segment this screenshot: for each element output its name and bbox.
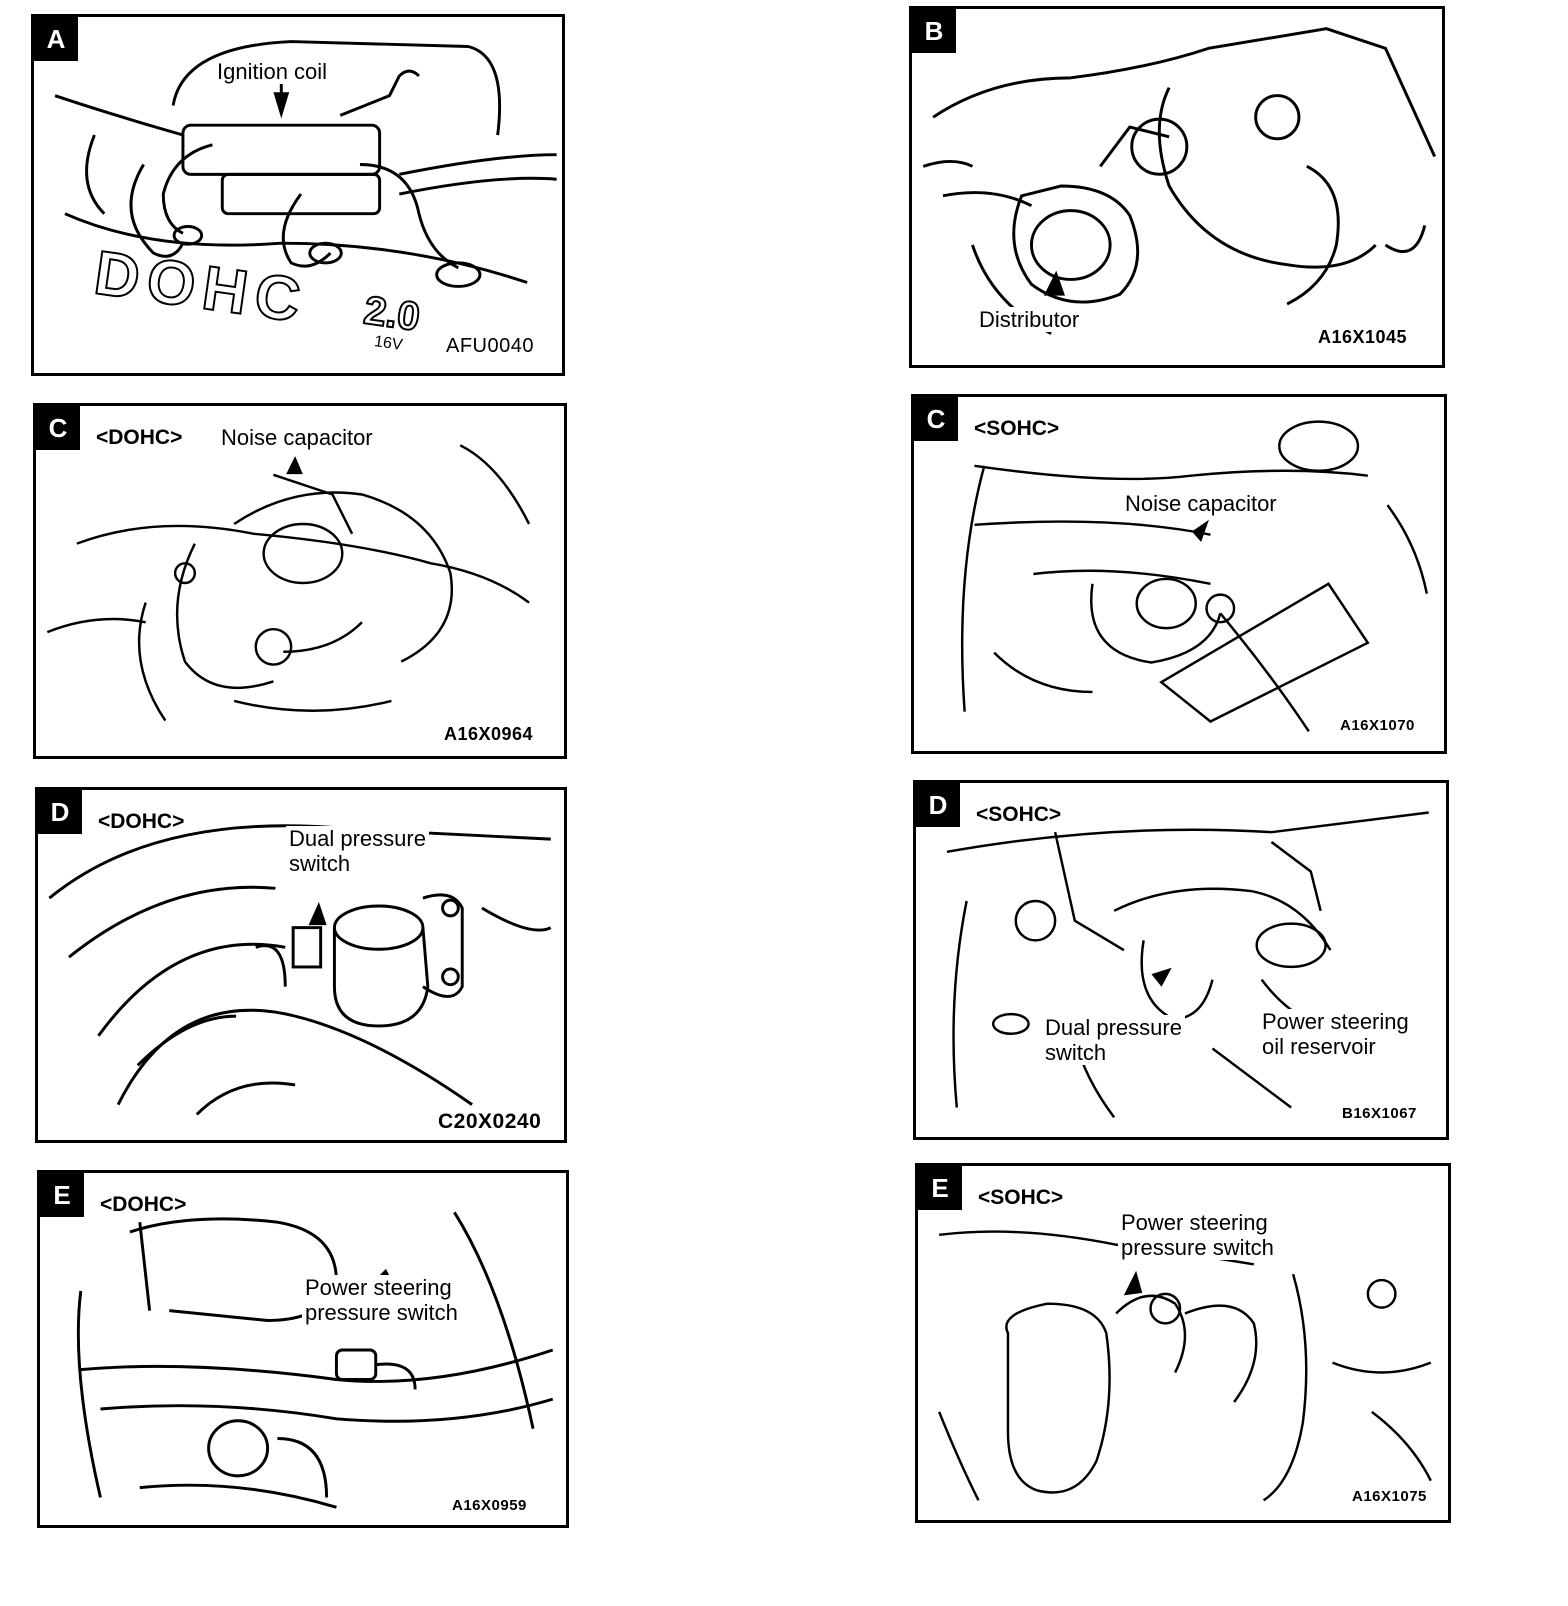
engine-variant-label: <DOHC>: [98, 1193, 189, 1217]
callout-line: Power steering: [1262, 1009, 1409, 1034]
callout-line: oil reservoir: [1262, 1034, 1376, 1059]
power-steering-oil-reservoir-label: Power steering oil reservoir: [1259, 1009, 1412, 1059]
dual-pressure-switch-label: Dual pressure switch: [286, 826, 429, 876]
callout-line: pressure switch: [1121, 1235, 1274, 1260]
panel-letter-d-sohc: D: [916, 783, 960, 827]
panel-letter-c-sohc: C: [914, 397, 958, 441]
figure-code: AFU0040: [444, 335, 536, 358]
engine-displacement-emblem: 2.0: [360, 287, 423, 340]
panel-d-sohc: D <SOHC> Dual pressure switch Power stee…: [913, 780, 1449, 1140]
noise-capacitor-dohc-illustration: [46, 444, 531, 722]
noise-capacitor-label: Noise capacitor: [218, 425, 376, 450]
panel-letter-e-dohc: E: [40, 1173, 84, 1217]
figure-code: A16X1070: [1338, 717, 1417, 734]
engine-variant-label: <SOHC>: [976, 1186, 1066, 1210]
figure-code: A16X1075: [1350, 1488, 1429, 1505]
panel-letter-d-dohc: D: [38, 790, 82, 834]
dual-pressure-switch-sohc-illustration: [946, 811, 1429, 1119]
power-steering-pressure-switch-dohc-illustration: [76, 1211, 554, 1509]
callout-line: switch: [1045, 1040, 1107, 1065]
engine-variant-label: <DOHC>: [96, 810, 187, 834]
figure-code: A16X1045: [1316, 327, 1410, 348]
figure-code: B16X1067: [1340, 1105, 1419, 1122]
figure-code: C20X0240: [436, 1110, 544, 1134]
engine-variant-label: <SOHC>: [972, 417, 1062, 441]
panel-e-sohc: E <SOHC> Power steering pressure switch …: [915, 1163, 1451, 1523]
engine-variant-label: <DOHC>: [94, 426, 185, 450]
callout-line: switch: [289, 851, 351, 876]
callout-line: pressure switch: [305, 1300, 458, 1325]
panel-letter-e-sohc: E: [918, 1166, 962, 1210]
panel-e-dohc: E <DOHC> Power steering pressure switch …: [37, 1170, 569, 1528]
panel-c-dohc: C <DOHC> Noise capacitor A16X0964: [33, 403, 567, 759]
power-steering-pressure-switch-label: Power steering pressure switch: [1118, 1210, 1277, 1260]
engine-variant-label: <SOHC>: [974, 803, 1064, 827]
noise-capacitor-label: Noise capacitor: [1122, 491, 1280, 516]
valve-count-emblem: 16V: [373, 333, 404, 354]
figure-code: A16X0964: [442, 724, 536, 745]
power-steering-pressure-switch-sohc-illustration: [937, 1230, 1432, 1502]
panel-letter-b: B: [912, 9, 956, 53]
noise-capacitor-sohc-illustration: [960, 420, 1429, 733]
panel-c-sohc: C <SOHC> Noise capacitor A16X1070: [911, 394, 1447, 754]
panel-letter-c-dohc: C: [36, 406, 80, 450]
callout-line: Dual pressure: [1045, 1015, 1182, 1040]
distributor-label: Distributor: [976, 307, 1083, 332]
ignition-coil-illustration: [54, 40, 557, 288]
power-steering-pressure-switch-label: Power steering pressure switch: [302, 1275, 461, 1325]
panel-letter-a: A: [34, 17, 78, 61]
panel-a: A Ignition coil DOHC 2.0 16V AFU0040: [31, 14, 565, 376]
figure-code: A16X0959: [450, 1497, 529, 1514]
dual-pressure-switch-label: Dual pressure switch: [1042, 1015, 1185, 1065]
ignition-coil-label: Ignition coil: [214, 59, 331, 84]
callout-line: Power steering: [1121, 1210, 1268, 1235]
callout-line: Dual pressure: [289, 826, 426, 851]
callout-line: Power steering: [305, 1275, 452, 1300]
panel-d-dohc: D <DOHC> Dual pressure switch C20X0240: [35, 787, 567, 1143]
panel-b: B Distributor A16X1045: [909, 6, 1445, 368]
